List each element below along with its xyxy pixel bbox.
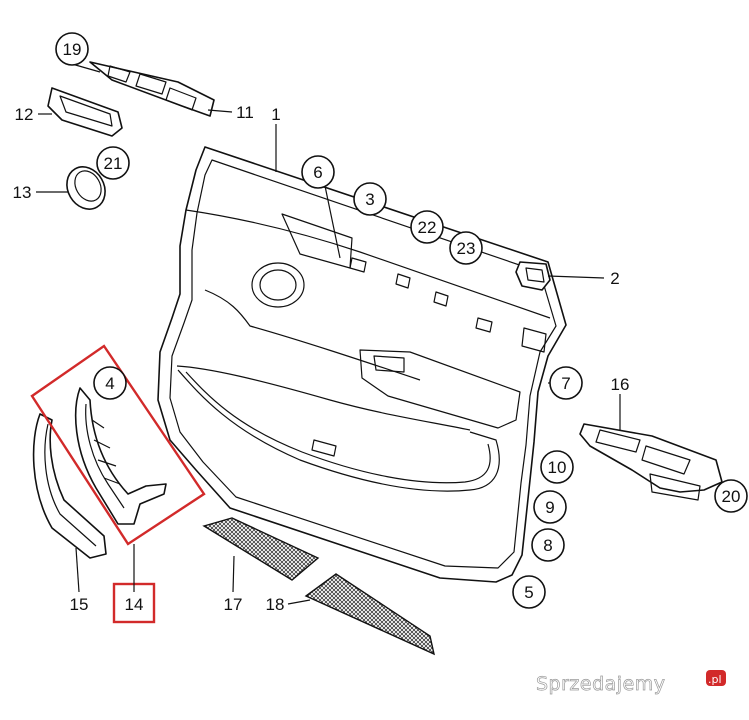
watermark-text: Sprzedajemy [536,673,666,695]
watermark-suffix: .pl [708,673,722,686]
window-switch-unit [579,423,723,501]
callout-circle [353,182,387,216]
callout-number: 9 [545,498,554,517]
callout-number: 15 [70,595,89,614]
callout-number: 21 [104,154,123,173]
callout-5: 5 [512,575,546,609]
callout-circle [512,575,546,609]
callout-circle [410,210,444,244]
callout-14: 14 [125,595,144,614]
callout-1: 1 [271,105,280,124]
callout-circle [55,32,89,66]
callout-number: 2 [610,269,619,288]
callout-6: 6 [301,155,335,189]
callout-number: 12 [15,105,34,124]
callout-number: 3 [365,190,374,209]
handle-bracket [89,61,215,117]
callout-17: 17 [224,595,243,614]
callout-number: 20 [722,487,741,506]
callout-circle [531,528,565,562]
callout-number: 18 [266,595,285,614]
callout-23: 23 [449,231,483,265]
callout-circle [449,231,483,265]
speaker-grille-17 [202,517,320,581]
switch-clip [515,261,551,291]
callout-3: 3 [353,182,387,216]
callout-number: 13 [13,183,32,202]
callout-18: 18 [266,595,285,614]
callout-21: 21 [96,146,130,180]
callout-2: 2 [610,269,619,288]
callout-circle [714,479,748,513]
watermark: Sprzedajemy .pl [536,670,726,695]
callout-number: 17 [224,595,243,614]
callout-circle [533,490,567,524]
callout-circle [96,146,130,180]
callout-9: 9 [533,490,567,524]
callout-number: 7 [561,374,570,393]
watermark-badge [706,670,726,686]
callout-number: 14 [125,595,144,614]
callout-circle [549,366,583,400]
callout-15: 15 [70,595,89,614]
callout-22: 22 [410,210,444,244]
callout-number: 16 [611,375,630,394]
callout-12: 12 [15,105,34,124]
callout-circle [93,366,127,400]
callout-number: 23 [457,239,476,258]
callout-number: 10 [548,458,567,477]
callout-number: 22 [418,218,437,237]
callout-11: 11 [236,103,254,122]
callout-circle [540,450,574,484]
callout-20: 20 [714,479,748,513]
callout-number: 8 [543,536,552,555]
round-cap [66,166,106,210]
callout-7: 7 [549,366,583,400]
leader-lines [36,63,621,605]
callout-number: 6 [313,163,322,182]
callout-16: 16 [611,375,630,394]
callout-number: 19 [63,40,82,59]
callout-number: 5 [524,583,533,602]
callout-number: 1 [271,105,280,124]
callout-19: 19 [55,32,89,66]
callout-4: 4 [93,366,127,400]
callout-10: 10 [540,450,574,484]
grab-handle-14 [74,387,167,525]
callout-number: 11 [236,103,254,122]
callout-13: 13 [13,183,32,202]
inner-handle-cover [47,87,123,137]
callout-circle [301,155,335,189]
trim-strip-15 [32,413,107,559]
speaker-grille-18 [304,573,435,656]
callout-number: 4 [105,374,114,393]
callout-8: 8 [531,528,565,562]
